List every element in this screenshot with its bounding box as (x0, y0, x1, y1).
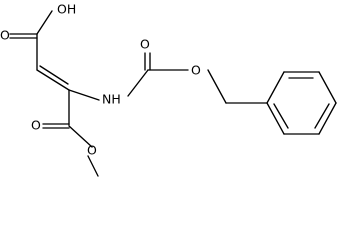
label-methoxy-o: O (87, 143, 97, 158)
bond-cooh-c-oh (36, 10, 53, 35)
atom-labels: OH O O O NH O O (0, 2, 201, 158)
label-carboxylic-o: O (0, 28, 10, 43)
chemical-structure: OH O O O NH O O (0, 2, 337, 177)
bond-ring-6 (266, 102, 285, 135)
bond-ring-inner-b (314, 103, 330, 129)
bond-nh-carbamate-c (127, 69, 149, 97)
label-amine-nh: NH (102, 92, 121, 107)
bond-ring-inner-c (273, 103, 289, 129)
label-carboxylic-oh: OH (57, 2, 76, 17)
bond-ome-ch3 (87, 155, 99, 177)
bond-ch-c-double-outer (36, 69, 70, 91)
bond-ring-1 (266, 71, 285, 104)
bond-c-nh (68, 89, 100, 101)
bond-ring-3 (318, 71, 337, 104)
bond-o-ch2 (207, 69, 227, 104)
label-ester-o: O (31, 118, 41, 133)
bond-ester-c-ome (68, 125, 93, 148)
bond-lines (9, 10, 337, 177)
label-carbamate-ester-o: O (191, 63, 201, 78)
label-carbamate-o: O (140, 37, 150, 52)
bond-ch-c-double-inner (39, 65, 69, 85)
bond-ring-4 (318, 102, 337, 135)
